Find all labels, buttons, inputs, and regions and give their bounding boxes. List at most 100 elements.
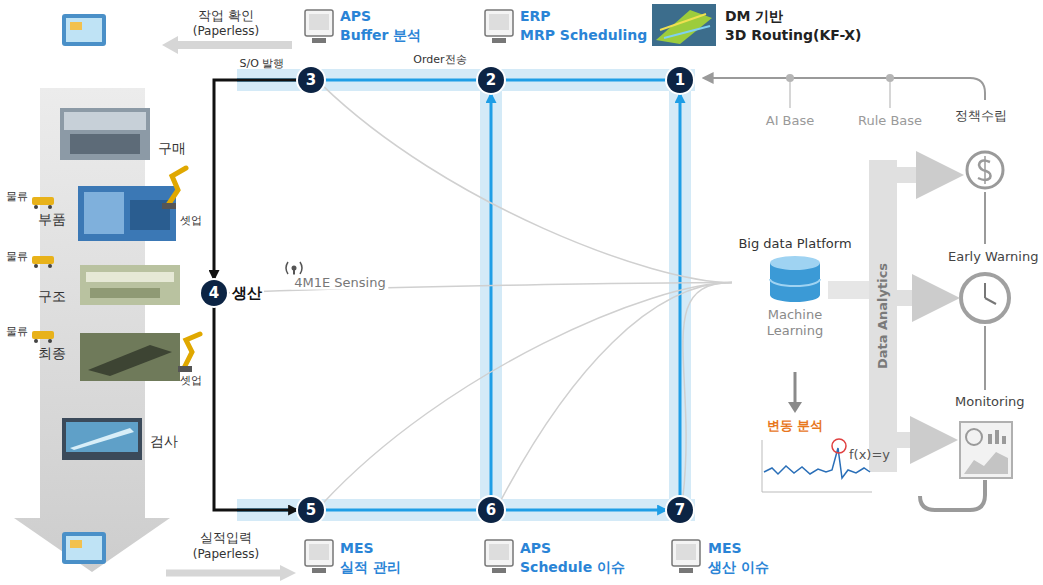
monitoring-icon [966,429,982,445]
sensor-antenna [300,262,302,274]
logistics-vehicle [34,264,38,268]
database-symbol [770,279,820,286]
factory-photo [60,108,150,160]
feedback-loop [789,82,791,108]
logistics-vehicle [34,339,38,343]
data-analytics-bar [897,167,940,183]
robot-arm [178,366,192,372]
system-note: (Paperless) [193,547,260,561]
setup-label: 셋업 [180,374,202,387]
routing-3d-icon [652,4,716,46]
system-note: 작업 확인 [198,8,254,24]
factory-photo [90,288,160,298]
data-analytics-bar [897,290,936,306]
sensor-antenna [292,266,297,271]
system-function: MRP Scheduling [520,27,647,44]
callout-number: 4 [209,284,219,302]
system-function: 실적 관리 [340,559,401,576]
variation-chart [762,440,763,492]
computer-icon [492,568,506,573]
setup-label: 셋업 [180,214,202,227]
flow-band [480,69,502,521]
production-column [14,88,170,572]
factory-photo [64,112,146,130]
data-platform: Big data PlatformMachine Learning [732,236,858,340]
callout-number: 7 [675,501,685,519]
system-function: Schedule 이슈 [520,559,625,576]
monitoring-icon [1002,436,1006,444]
process-connector [504,79,667,82]
analytics-label: Data Analytics [875,263,891,369]
data-analytics-bar [897,432,934,448]
computer-icon [312,568,326,573]
formula-label: f(x)=y [849,447,890,463]
computer-icon [309,544,329,560]
analysis-arrow [794,372,797,404]
system-name: MES [708,540,742,557]
system-name: APS [520,540,551,557]
analysis-arrow [788,402,802,413]
clock-icon [961,274,1009,322]
data-analytics-bar [869,160,897,472]
feedback-loop [889,82,891,108]
logistics-vehicle [32,256,54,264]
monitoring-icon [960,422,1012,478]
logistics-vehicle [34,205,38,209]
step-circle: 6 [478,497,504,523]
analysis-arrow [788,372,802,413]
factory-photo [66,422,138,452]
routing-3d-icon [656,10,712,44]
routing-3d-icon [660,14,706,30]
variation-chart [762,439,872,492]
process-connector [490,93,493,497]
base-label: Rule Base [858,113,922,129]
system-note: (Paperless) [193,24,260,38]
computer-icon [489,14,509,30]
logistics-vehicle [32,197,54,205]
factory-photo [70,428,134,450]
logistics-label: 물류 [6,190,28,203]
computer-icon [305,10,700,573]
step-circle: 5 [298,497,324,523]
tablet-icon [70,540,82,548]
monitoring-icon [960,422,1012,478]
step-circle: 7 [667,497,693,523]
platform-title: Big data Platform [732,236,858,251]
database-symbol [770,256,820,270]
paperless-arrow [162,36,178,54]
factory-photo [88,345,172,376]
computer-icon [485,540,513,566]
process-label: 구매 [158,140,186,157]
data-flow-line [683,283,732,498]
paperless-arrow [162,36,296,581]
factory-photo [78,186,176,241]
policy-icon [967,152,1003,188]
database-symbol [768,255,822,303]
robot-arm [162,203,176,209]
system-function: Buffer 분석 [340,27,421,44]
logistics-label: 물류 [6,250,28,263]
data-flow-line [500,283,732,502]
computer-icon [679,568,693,573]
data-analytics-bar [828,160,940,472]
system-function: 3D Routing(KF-X) [725,27,861,44]
feedback-loop [984,192,986,244]
feedback-loop [704,78,985,100]
computer-icon [305,540,333,566]
logistics-vehicle [48,339,52,343]
robot-arm [184,334,200,368]
computer-icon [672,540,700,566]
logistics-vehicle [32,331,54,339]
process-label: 검사 [150,433,178,450]
routing-3d-icon [664,26,710,38]
logistics-vehicle [48,205,52,209]
paperless-arrow [280,565,296,581]
data-flow-line [322,283,732,504]
monitoring-icon [995,430,999,444]
factory-photo [62,418,142,460]
feedback-loop [786,74,794,82]
system-name: ERP [520,8,551,25]
tablet-icon [66,18,102,42]
data-analytics-bar [828,281,869,299]
